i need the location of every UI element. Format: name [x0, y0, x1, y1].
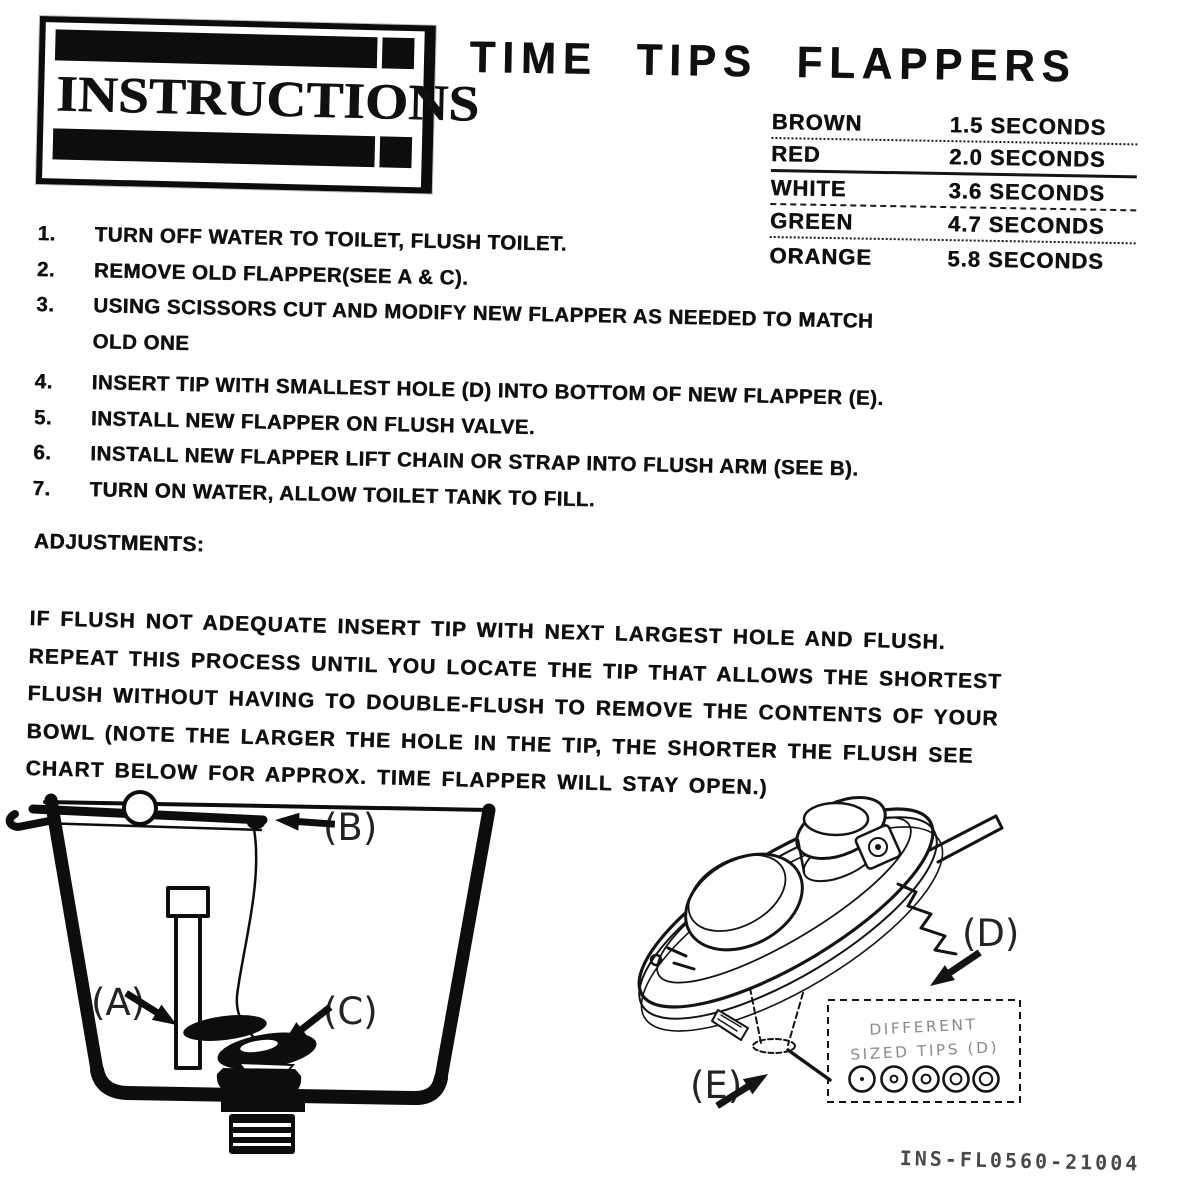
flush-arm-outline [37, 821, 263, 832]
step-number: 3. [35, 292, 55, 317]
tip-color: RED [770, 140, 821, 167]
tank-right-wall [434, 803, 496, 1085]
flapper-peg [711, 1009, 749, 1041]
flush-valve-shank [221, 1100, 305, 1154]
step-number: 4. [34, 369, 54, 394]
flapper-on-valve [183, 1015, 317, 1095]
instructions-logo: INSTRUCTIONS [35, 16, 480, 194]
arrow-e-icon [715, 1074, 768, 1109]
label-c: (C) [323, 990, 378, 1033]
tank-diagram: (A) (B) (C) [5, 790, 496, 1154]
logo-bottom-bar [52, 128, 413, 169]
tank-bottom [90, 1063, 448, 1106]
logo-top-bar [54, 29, 415, 70]
flush-time: 1.5 SECONDS [949, 112, 1107, 140]
hinge-arm [928, 814, 1004, 864]
flush-handle [5, 810, 53, 831]
step-number: 2. [36, 257, 56, 281]
flapper-dome [684, 852, 804, 952]
arrow-d-icon [930, 949, 982, 986]
step-number: 6. [33, 440, 52, 465]
overflow-tube-cap [166, 886, 210, 918]
label-d: (D) [962, 912, 1019, 955]
label-b: (B) [323, 806, 377, 849]
arrow-b-icon [275, 812, 336, 831]
tip-hole-icons [848, 1065, 1000, 1093]
flush-time: 2.0 SECONDS [948, 144, 1106, 172]
tip-color: WHITE [770, 174, 847, 202]
step-number: 1. [37, 221, 56, 246]
arrow-c-icon [283, 1004, 333, 1044]
step-number: 7. [32, 476, 51, 500]
lift-chain [235, 827, 259, 1044]
flush-time: 3.6 SECONDS [948, 178, 1106, 206]
part-number: INS-FL0560-21004 [899, 1146, 1141, 1176]
tips-box-line1: DIFFERENT [869, 1015, 978, 1039]
leader-line [786, 1048, 832, 1082]
chain-link [247, 817, 265, 829]
page-title: TIME TIPS FLAPPERS [469, 32, 1077, 91]
instruction-steps: 1. TURN OFF WATER TO TOILET, FLUSH TOILE… [32, 216, 1068, 527]
adjustments-heading: ADJUSTMENTS: [33, 530, 205, 557]
logo-text: INSTRUCTIONS [55, 66, 480, 133]
overflow-tube [174, 914, 202, 1070]
label-e: (E) [690, 1064, 742, 1107]
tank-left-wall [44, 793, 104, 1077]
arrow-a-icon [124, 990, 177, 1025]
tip-cone [749, 987, 762, 1044]
tips-box-line2: SIZED TIPS (D) [850, 1038, 1000, 1064]
different-sized-tips-box: DIFFERENT SIZED TIPS (D) [827, 999, 1021, 1103]
tank-rim [43, 800, 491, 812]
step-text: USING SCISSORS CUT AND MODIFY NEW FLAPPE… [92, 294, 874, 355]
step-number: 5. [33, 405, 53, 429]
tip-color: BROWN [771, 108, 863, 136]
flapper-diagram: (D) (E) DIFFERENT SIZED TIPS (D) [637, 796, 1021, 1109]
arm-mount [122, 790, 158, 826]
serrated-edge [896, 882, 958, 956]
